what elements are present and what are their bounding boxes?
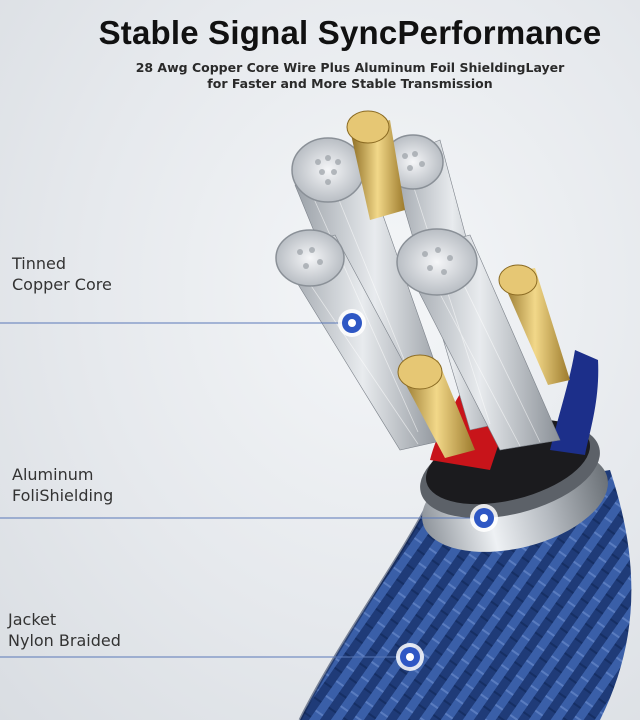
page-title: Stable Signal SyncPerformance — [98, 14, 602, 51]
callout-nylon-jacket: Jacket Nylon Braided — [8, 609, 121, 651]
subtitle-line-2: for Faster and More Stable Transmission — [207, 76, 493, 91]
marker-dot-shielding — [470, 504, 498, 532]
subtitle-line-1: 28 Awg Copper Core Wire Plus Aluminum Fo… — [135, 60, 565, 75]
callout-tinned-copper-core: Tinned Copper Core — [12, 253, 112, 295]
callout-label-line1: Aluminum — [12, 465, 94, 484]
page-subtitle: 28 Awg Copper Core Wire Plus Aluminum Fo… — [0, 60, 640, 92]
callout-aluminum-shielding: Aluminum FoliShielding — [12, 464, 113, 506]
callout-label-line2: FoliShielding — [12, 486, 114, 505]
callout-label-line1: Tinned — [12, 254, 67, 273]
marker-dot-jacket — [396, 643, 424, 671]
marker-dot-copper — [338, 309, 366, 337]
callout-label-line2: Copper Core — [12, 275, 112, 294]
callout-label-line2: Nylon Braided — [8, 631, 121, 650]
callout-label-line1: Jacket — [8, 610, 57, 629]
